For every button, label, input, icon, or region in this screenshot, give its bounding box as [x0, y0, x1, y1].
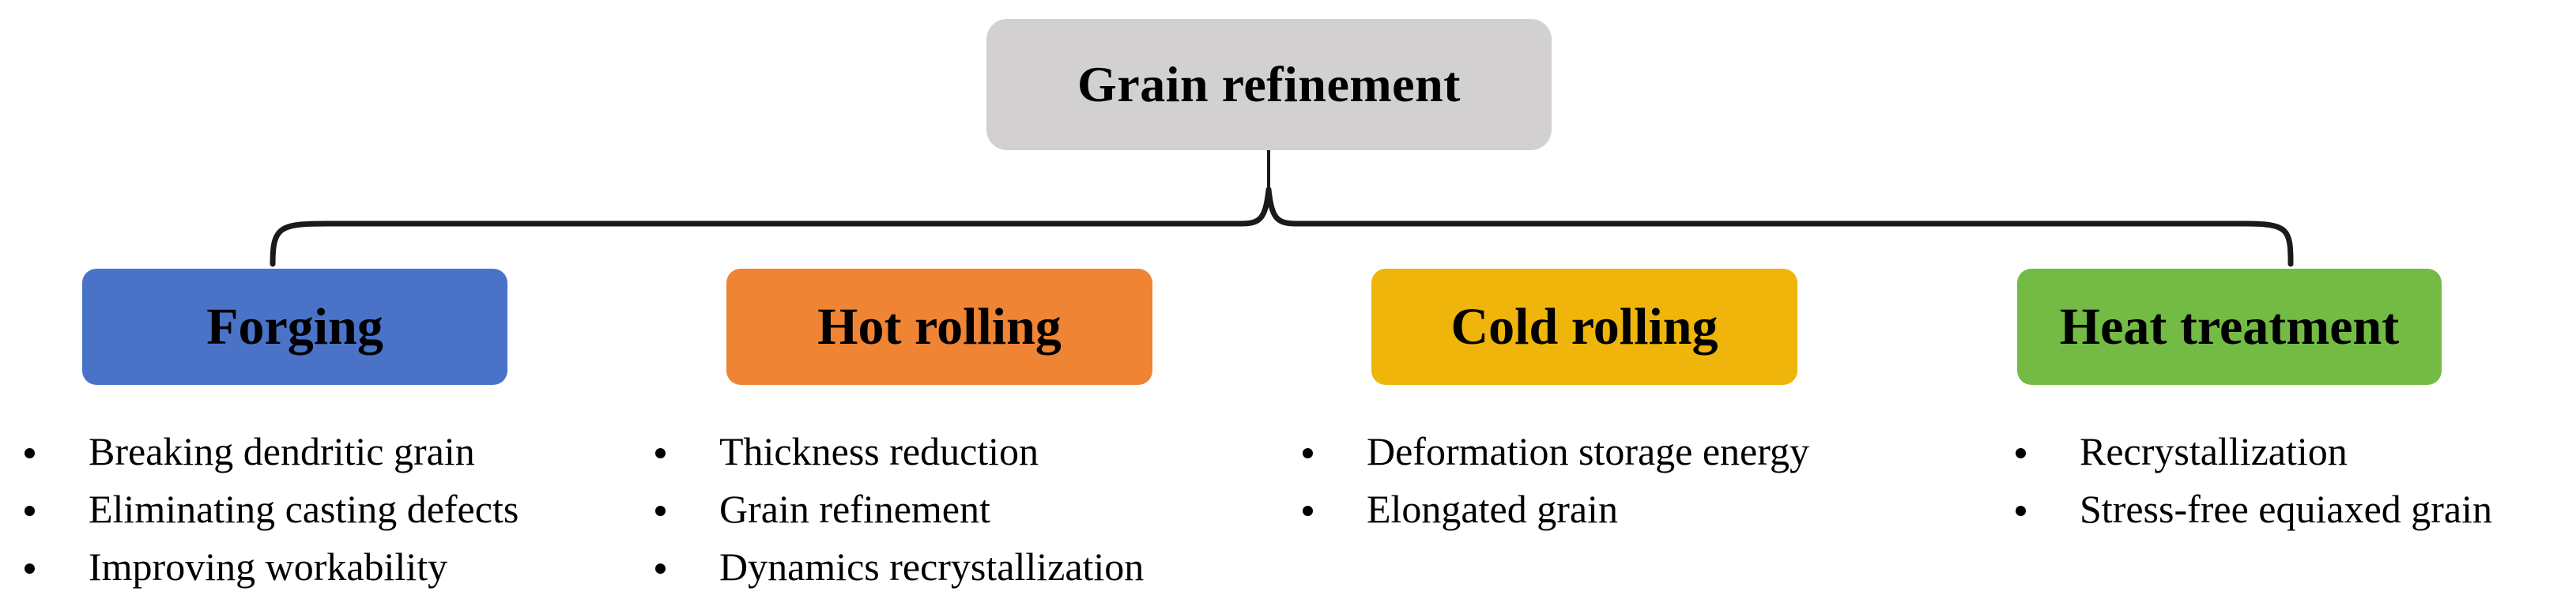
list-item: Grain refinement [655, 481, 1144, 538]
list-item: Improving workability [25, 538, 519, 596]
bullet-icon [1303, 506, 1313, 516]
branch-box-forging: Forging [82, 269, 507, 385]
root-node-label: Grain refinement [1077, 56, 1461, 112]
list-item-label: Recrystallization [2080, 429, 2348, 473]
bullet-icon [655, 506, 666, 516]
list-item: Dynamics recrystallization [655, 538, 1144, 596]
list-item: Elongated grain [1303, 481, 1809, 538]
bullet-icon [25, 448, 35, 458]
bullet-icon [2016, 506, 2026, 516]
bullet-icon [1303, 448, 1313, 458]
list-item-label: Dynamics recrystallization [719, 545, 1145, 589]
list-item-label: Stress-free equiaxed grain [2080, 487, 2492, 531]
branch-label-cold-rolling: Cold rolling [1450, 297, 1718, 356]
list-item: Stress-free equiaxed grain [2016, 481, 2492, 538]
bullet-list-heat-treatment: Recrystallization Stress-free equiaxed g… [2016, 423, 2492, 538]
branch-label-hot-rolling: Hot rolling [817, 297, 1062, 356]
bullet-list-forging: Breaking dendritic grain Eliminating cas… [25, 423, 519, 596]
branch-box-heat-treatment: Heat treatment [2017, 269, 2442, 385]
list-item-label: Improving workability [89, 545, 448, 589]
list-item-label: Grain refinement [719, 487, 990, 531]
list-item-label: Deformation storage energy [1367, 429, 1809, 473]
list-item-label: Thickness reduction [719, 429, 1039, 473]
brace-left-half [270, 187, 1272, 267]
branch-box-cold-rolling: Cold rolling [1371, 269, 1797, 385]
list-item: Thickness reduction [655, 423, 1144, 481]
bullet-icon [655, 448, 666, 458]
list-item: Eliminating casting defects [25, 481, 519, 538]
list-item: Breaking dendritic grain [25, 423, 519, 481]
list-item: Recrystallization [2016, 423, 2492, 481]
list-item-label: Elongated grain [1367, 487, 1618, 531]
bullet-icon [25, 506, 35, 516]
list-item-label: Eliminating casting defects [89, 487, 519, 531]
bullet-icon [25, 563, 35, 574]
bullet-list-cold-rolling: Deformation storage energy Elongated gra… [1303, 423, 1809, 538]
list-item: Deformation storage energy [1303, 423, 1809, 481]
bullet-icon [2016, 448, 2026, 458]
brace-right-half [1265, 187, 2294, 267]
branch-label-forging: Forging [206, 297, 383, 356]
list-item-label: Breaking dendritic grain [89, 429, 475, 473]
branch-label-heat-treatment: Heat treatment [2059, 297, 2400, 356]
bullet-list-hot-rolling: Thickness reduction Grain refinement Dyn… [655, 423, 1144, 596]
branch-box-hot-rolling: Hot rolling [726, 269, 1152, 385]
bullet-icon [655, 563, 666, 574]
root-node-grain-refinement: Grain refinement [986, 19, 1552, 150]
